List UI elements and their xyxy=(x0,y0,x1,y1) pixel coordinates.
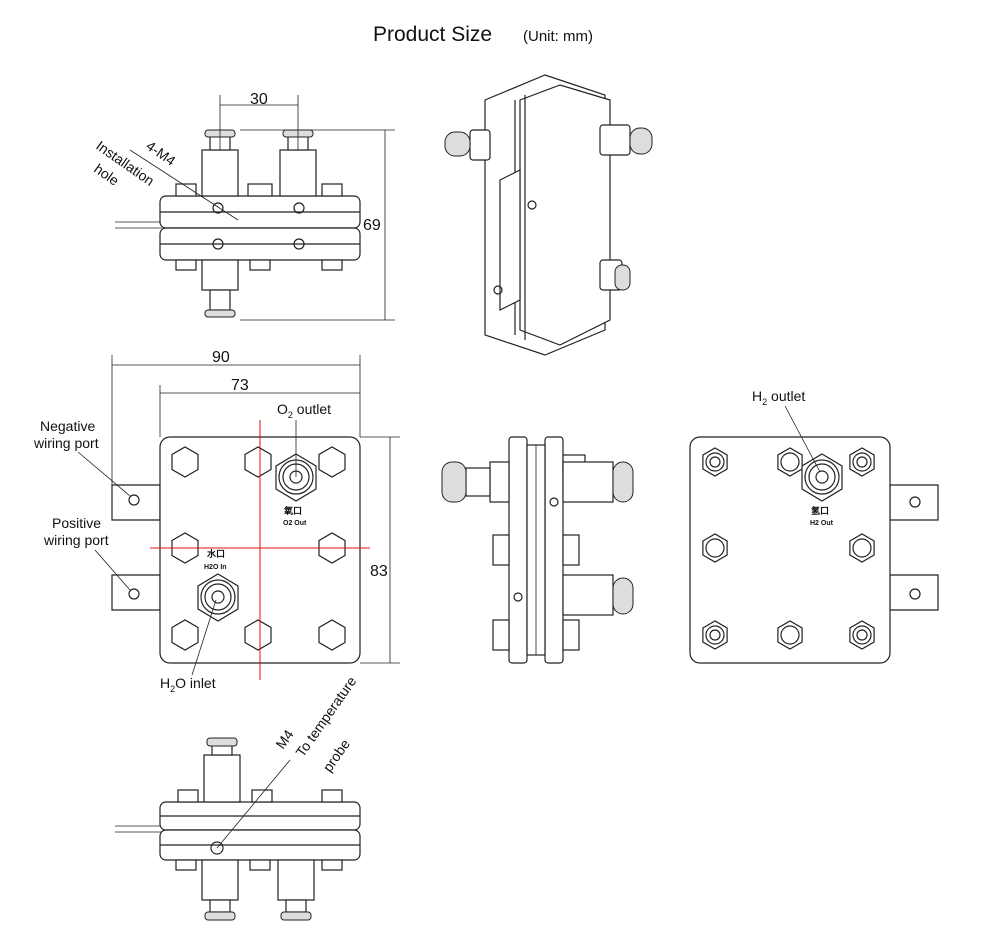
title: Product Size xyxy=(373,23,492,46)
h2-outlet-fitting xyxy=(801,453,843,502)
bolt-hole-icon xyxy=(780,452,800,472)
positive-label-1: Positive xyxy=(52,515,101,531)
bolt-hole-icon xyxy=(709,456,721,468)
h2-en-label: H2 Out xyxy=(810,520,834,527)
dim-73: 73 xyxy=(231,377,249,394)
bolt-hole-icon xyxy=(705,625,725,645)
negative-label-1: Negative xyxy=(40,418,95,434)
negative-label-2: wiring port xyxy=(33,435,99,451)
top-view: 30 69 4-M4 Installation hole xyxy=(91,91,395,321)
hex-bolt-icon xyxy=(244,619,272,651)
bolt-hole-icon xyxy=(705,538,725,558)
bolt-hole-icon xyxy=(856,629,868,641)
bolt-hole-icon xyxy=(852,538,872,558)
unit-label: (Unit: mm) xyxy=(523,28,593,45)
side-view xyxy=(441,436,634,664)
h2-cn-label: 氢口 xyxy=(811,505,829,517)
hex-bolt-icon xyxy=(318,619,346,651)
o2-cn-label: 氧口 xyxy=(283,505,302,517)
front-view: 氧口 O2 Out 水口 H2O In 90 73 83 Negative wi… xyxy=(33,349,400,694)
dim-83: 83 xyxy=(370,563,388,580)
h2o-cn-label: 水口 xyxy=(207,548,225,560)
back-view: 氢口 H2 Out H2 outlet xyxy=(689,388,939,664)
h2o-inlet-label: H2O inlet xyxy=(160,675,216,694)
dim-90: 90 xyxy=(212,349,230,366)
hex-bolt-icon xyxy=(171,619,199,651)
isometric-view xyxy=(444,74,653,356)
dim-69: 69 xyxy=(363,217,381,234)
hex-bolt-icon xyxy=(318,446,346,478)
h2o-inlet-fitting xyxy=(197,573,239,622)
dim-30: 30 xyxy=(250,91,268,108)
bolt-hole-icon xyxy=(852,452,872,472)
bolt-hole-icon xyxy=(709,629,721,641)
bolt-hole-icon xyxy=(852,625,872,645)
bottom-view: M4 To temperature probe xyxy=(115,673,361,921)
hex-bolt-icon xyxy=(171,446,199,478)
o2-outlet-fitting xyxy=(275,453,317,502)
hex-bolt-icon xyxy=(244,446,272,478)
h2-outlet-label: H2 outlet xyxy=(752,388,805,407)
h2o-en-label: H2O In xyxy=(204,564,227,571)
o2-outlet-label: O2 outlet xyxy=(277,401,331,420)
hole-spec: 4-M4 xyxy=(143,137,178,169)
bolt-hole-icon xyxy=(856,456,868,468)
positive-label-2: wiring port xyxy=(43,532,109,548)
bolt-hole-icon xyxy=(780,625,800,645)
o2-en-label: O2 Out xyxy=(283,520,307,527)
probe-label-2: probe xyxy=(319,736,353,775)
bolt-hole-icon xyxy=(705,452,725,472)
